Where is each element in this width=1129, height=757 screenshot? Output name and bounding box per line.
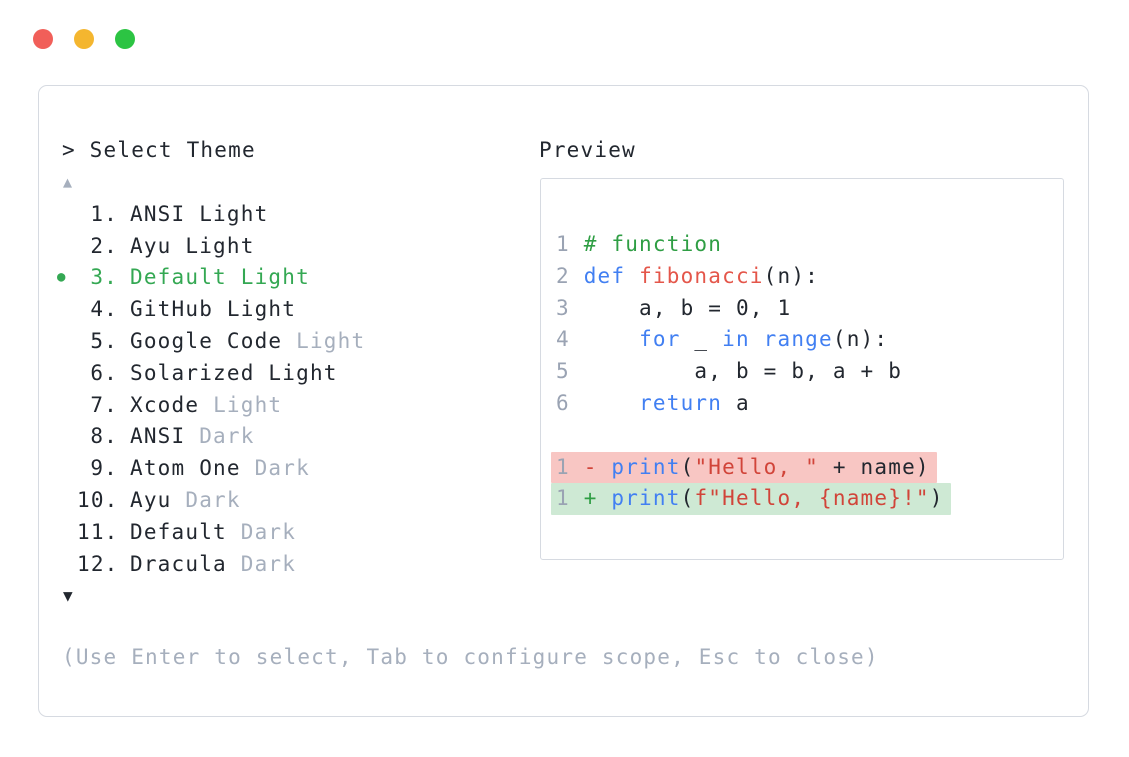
theme-item-label: ANSI Light — [130, 201, 269, 226]
theme-item-label: GitHub Light — [130, 297, 297, 322]
preview-title: Preview — [539, 138, 636, 162]
theme-item-label: Atom One Dark — [130, 456, 310, 481]
theme-list-item[interactable]: 6. Solarized Light — [57, 357, 365, 389]
theme-list-item[interactable]: 2. Ayu Light — [57, 230, 365, 262]
theme-item-label: Dracula Dark — [130, 551, 297, 576]
code-preview: 1 # function 2 def fibonacci(n): 3 a, b = … — [551, 229, 951, 516]
theme-item-number: 12. — [77, 551, 119, 576]
code-line: 4 for _ in range(n): — [556, 327, 889, 352]
theme-item-number: 11. — [77, 519, 119, 544]
code-line: 6 return a — [556, 390, 750, 415]
theme-list-item[interactable]: 11. Default Dark — [57, 516, 365, 548]
diff-line-add: 1 + print(f"Hello, {name}!") — [551, 483, 951, 516]
theme-picker-dialog: > Select Theme Preview ▲ 1. ANSI Light 2. A… — [38, 85, 1089, 717]
scroll-up-icon[interactable]: ▲ — [63, 173, 74, 191]
theme-list-item[interactable]: 12. Dracula Dark — [57, 548, 365, 580]
theme-item-number: 10. — [77, 488, 119, 513]
theme-list-item[interactable]: 8. ANSI Dark — [57, 421, 365, 453]
theme-item-label: Default Dark — [130, 519, 297, 544]
theme-item-number: 2. — [90, 233, 118, 258]
theme-item-number: 5. — [90, 329, 118, 354]
theme-list-item[interactable]: 4. GitHub Light — [57, 293, 365, 325]
theme-item-number: 4. — [90, 297, 118, 322]
theme-item-label: Default Light — [130, 265, 310, 290]
theme-list: 1. ANSI Light 2. Ayu Light ● 3. Default Light 4… — [57, 198, 365, 580]
theme-list-item[interactable]: 9. Atom One Dark — [57, 452, 365, 484]
code-line: 3 a, b = 0, 1 — [556, 295, 792, 320]
code-line — [551, 420, 563, 452]
zoom-button[interactable] — [115, 29, 135, 49]
theme-item-number: 6. — [90, 360, 118, 385]
theme-item-label: Google Code Light — [130, 329, 366, 354]
theme-list-item[interactable]: 10. Ayu Dark — [57, 484, 365, 516]
code-line: 1 # function — [556, 232, 723, 256]
theme-item-label: Ayu Light — [130, 233, 255, 258]
minimize-button[interactable] — [74, 29, 94, 49]
theme-item-number: 3. — [90, 265, 118, 290]
preview-pane: 1 # function 2 def fibonacci(n): 3 a, b = … — [540, 178, 1064, 560]
theme-list-item[interactable]: 1. ANSI Light — [57, 198, 365, 230]
theme-item-label: ANSI Dark — [130, 424, 255, 449]
theme-item-label: Xcode Light — [130, 392, 283, 417]
theme-list-item[interactable]: 7. Xcode Light — [57, 389, 365, 421]
theme-item-number: 7. — [90, 392, 118, 417]
theme-list-item[interactable]: ● 3. Default Light — [57, 262, 365, 294]
theme-item-number: 9. — [90, 456, 118, 481]
theme-item-number: 1. — [90, 201, 118, 226]
select-theme-prompt: > Select Theme — [62, 138, 256, 162]
theme-item-label: Solarized Light — [130, 360, 338, 385]
diff-line-del: 1 - print("Hello, " + name) — [551, 451, 937, 484]
close-button[interactable] — [33, 29, 53, 49]
help-text: (Use Enter to select, Tab to configure s… — [62, 645, 879, 669]
theme-item-label: Ayu Dark — [130, 488, 241, 513]
selected-theme-dot: ● — [57, 269, 66, 286]
code-line: 5 a, b = b, a + b — [556, 359, 903, 384]
code-line: 2 def fibonacci(n): — [556, 263, 820, 288]
theme-list-item[interactable]: 5. Google Code Light — [57, 325, 365, 357]
theme-item-number: 8. — [90, 424, 118, 449]
window-controls — [33, 29, 135, 49]
scroll-down-icon[interactable]: ▼ — [63, 586, 74, 605]
